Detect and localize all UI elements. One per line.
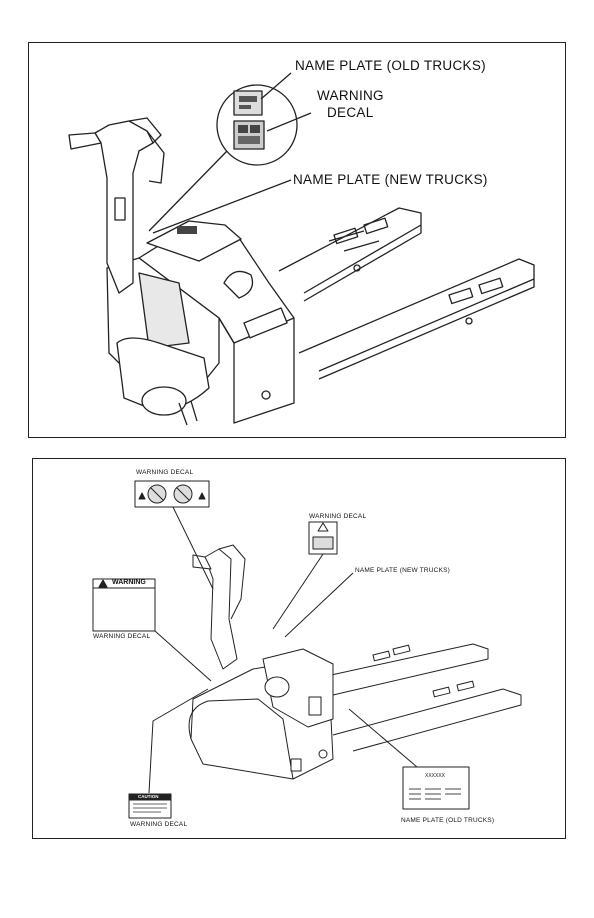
name-plate-new-label: NAME PLATE (NEW TRUCKS) [355,567,451,574]
bottom-figure-panel: WARNING DECAL WARNING DECAL NAME PLATE (… [32,458,566,839]
warning-decal-left-header: WARNING [112,579,146,586]
top-figure-panel: NAME PLATE (OLD TRUCKS) WARNING DECAL NA… [28,42,566,438]
warning-decal-right-label: WARNING DECAL [309,513,367,520]
name-plate-new-label: NAME PLATE (NEW TRUCKS) [293,172,488,187]
warning-decal-label-line2: DECAL [327,105,374,120]
warning-decal-label-line1: WARNING [317,88,384,103]
pallet-truck-illustration-bottom [92,480,522,819]
warning-decal-bottom-label: WARNING DECAL [130,821,188,828]
name-plate-old-label: NAME PLATE (OLD TRUCKS) [401,817,495,824]
warning-decal-top-label: WARNING DECAL [136,469,194,476]
caution-decal-header: CAUTION [138,794,159,799]
name-plate-code: XXXXXX [425,773,446,779]
name-plate-old-label: NAME PLATE (OLD TRUCKS) [295,58,486,73]
pallet-truck-illustration-top [68,72,535,426]
warning-decal-left-label: WARNING DECAL [93,633,151,640]
warning-decal-top-graphic [134,480,210,508]
